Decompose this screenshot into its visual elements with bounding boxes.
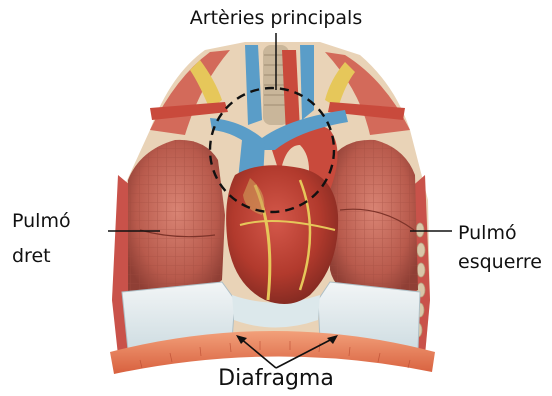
label-left-lung: Pulmó esquerre — [458, 222, 542, 274]
label-right-lung-line1: Pulmó — [12, 210, 71, 233]
label-left-lung-line2: esquerre — [458, 251, 542, 274]
label-diaphragm: Diafragma — [0, 366, 552, 392]
label-right-lung: Pulmó dret — [12, 210, 71, 268]
label-left-lung-line1: Pulmó — [458, 222, 542, 245]
left-lung — [330, 140, 418, 296]
label-main-arteries: Artèries principals — [0, 7, 552, 30]
label-right-lung-line2: dret — [12, 245, 71, 268]
